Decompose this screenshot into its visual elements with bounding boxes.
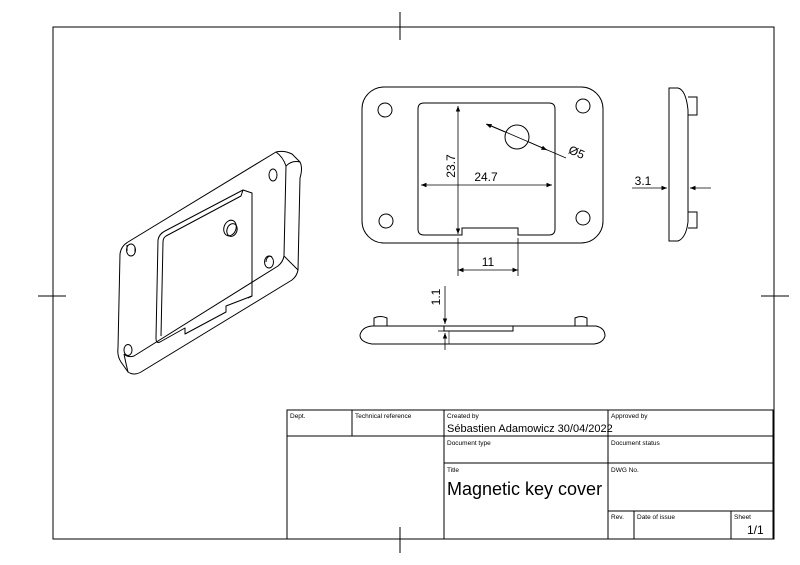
isometric-view [117,150,302,375]
dim-thickness-text: 3.1 [635,174,652,188]
created-by-value: Sébastien Adamowicz 30/04/2022 [447,423,613,435]
dim-diameter-text: Ø5 [566,143,587,162]
sheet-number: 1/1 [747,523,764,537]
date-of-issue-label: Date of issue [637,514,675,521]
document-type-label: Document type [447,440,491,447]
sheet-border [38,12,789,553]
created-by-label: Created by [447,413,480,420]
sheet-label: Sheet [734,514,751,521]
dept-label: Dept. [290,413,306,420]
approved-by-label: Approved by [611,413,648,420]
dim-recess-text: 1.1 [429,288,443,305]
rev-label: Rev. [611,514,624,521]
bottom-view [359,316,606,345]
dwg-no-label: DWG No. [611,467,639,474]
technical-reference-label: Technical reference [355,413,412,420]
dim-height-text: 23.7 [444,154,458,178]
drawing-title: Magnetic key cover [447,479,602,499]
side-view [668,87,698,242]
dim-width-text: 24.7 [474,170,498,184]
title-label: Title [447,467,459,474]
dim-notch-text: 11 [482,255,495,269]
bottom-view-dimensions [438,286,452,350]
title-block [286,409,774,540]
document-status-label: Document status [611,440,661,447]
front-view-dimensions [421,106,567,276]
front-view [361,86,604,244]
